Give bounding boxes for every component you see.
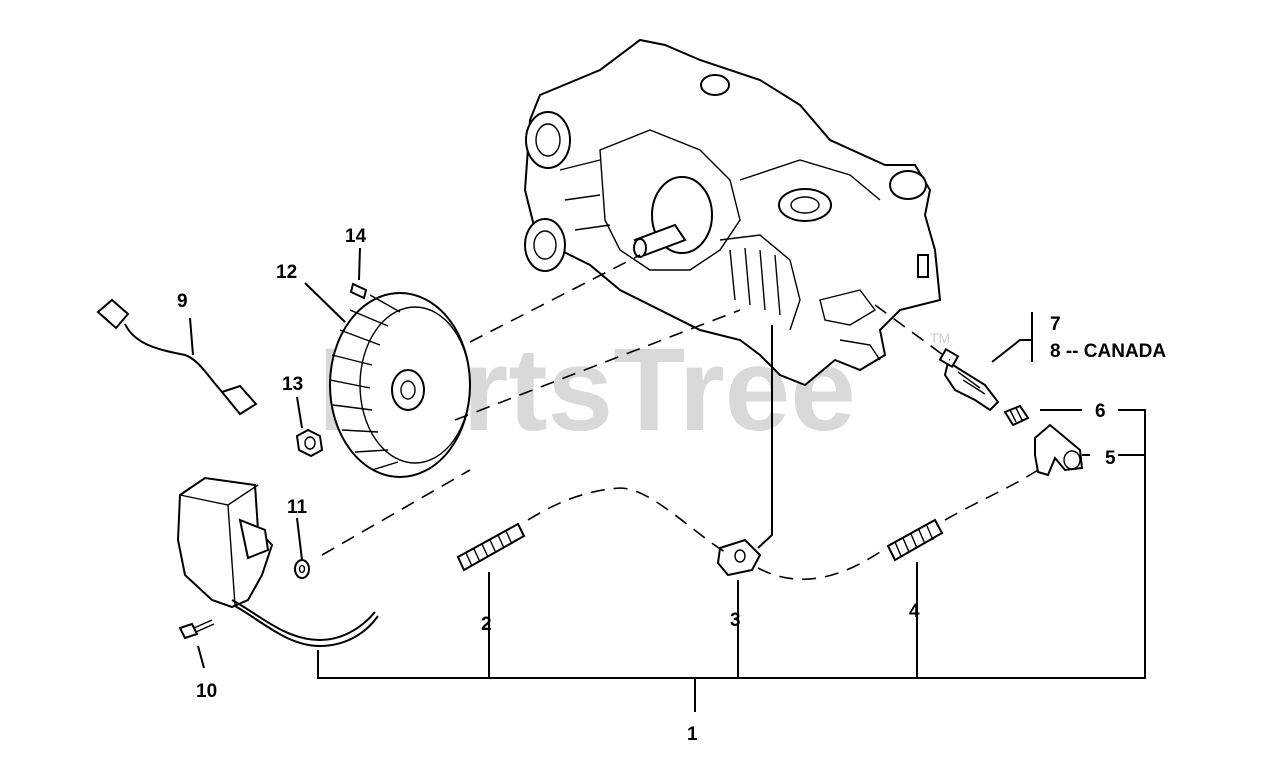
callout-10: 10 <box>196 681 217 702</box>
callout-12: 12 <box>276 262 297 283</box>
woodruff-key <box>349 282 368 300</box>
spring-4 <box>886 518 944 562</box>
callout-13: 13 <box>282 374 303 395</box>
grommet-3 <box>716 538 762 577</box>
callout-5: 5 <box>1105 448 1116 469</box>
callout-14: 14 <box>345 226 367 247</box>
terminal-nut <box>1003 404 1030 427</box>
ignition-coil <box>176 476 379 648</box>
callout-9: 9 <box>177 291 188 312</box>
washer <box>294 559 310 579</box>
callout-4: 4 <box>909 601 920 622</box>
crankcase-housing <box>523 38 942 387</box>
coil-screw <box>178 619 215 640</box>
assembly-dashed-lines <box>321 254 1039 581</box>
callout-3: 3 <box>730 610 741 631</box>
spring-2 <box>456 522 526 572</box>
stop-switch-wire <box>96 298 258 416</box>
leader-lines <box>189 247 1146 712</box>
callout-labels: 1 2 3 4 5 6 7 8 -- CANADA 9 10 11 12 13 … <box>177 226 1166 745</box>
callout-11: 11 <box>287 497 308 518</box>
callout-1: 1 <box>687 724 698 745</box>
callout-8: 8 -- CANADA <box>1050 341 1166 362</box>
callout-2: 2 <box>481 614 492 635</box>
spark-plug <box>938 347 1000 412</box>
watermark-trademark: TM <box>930 330 950 346</box>
flywheel-nut <box>295 428 324 458</box>
callout-6: 6 <box>1095 401 1106 422</box>
plug-cap <box>1034 423 1084 477</box>
flywheel <box>329 292 471 478</box>
callout-7: 7 <box>1050 314 1061 335</box>
